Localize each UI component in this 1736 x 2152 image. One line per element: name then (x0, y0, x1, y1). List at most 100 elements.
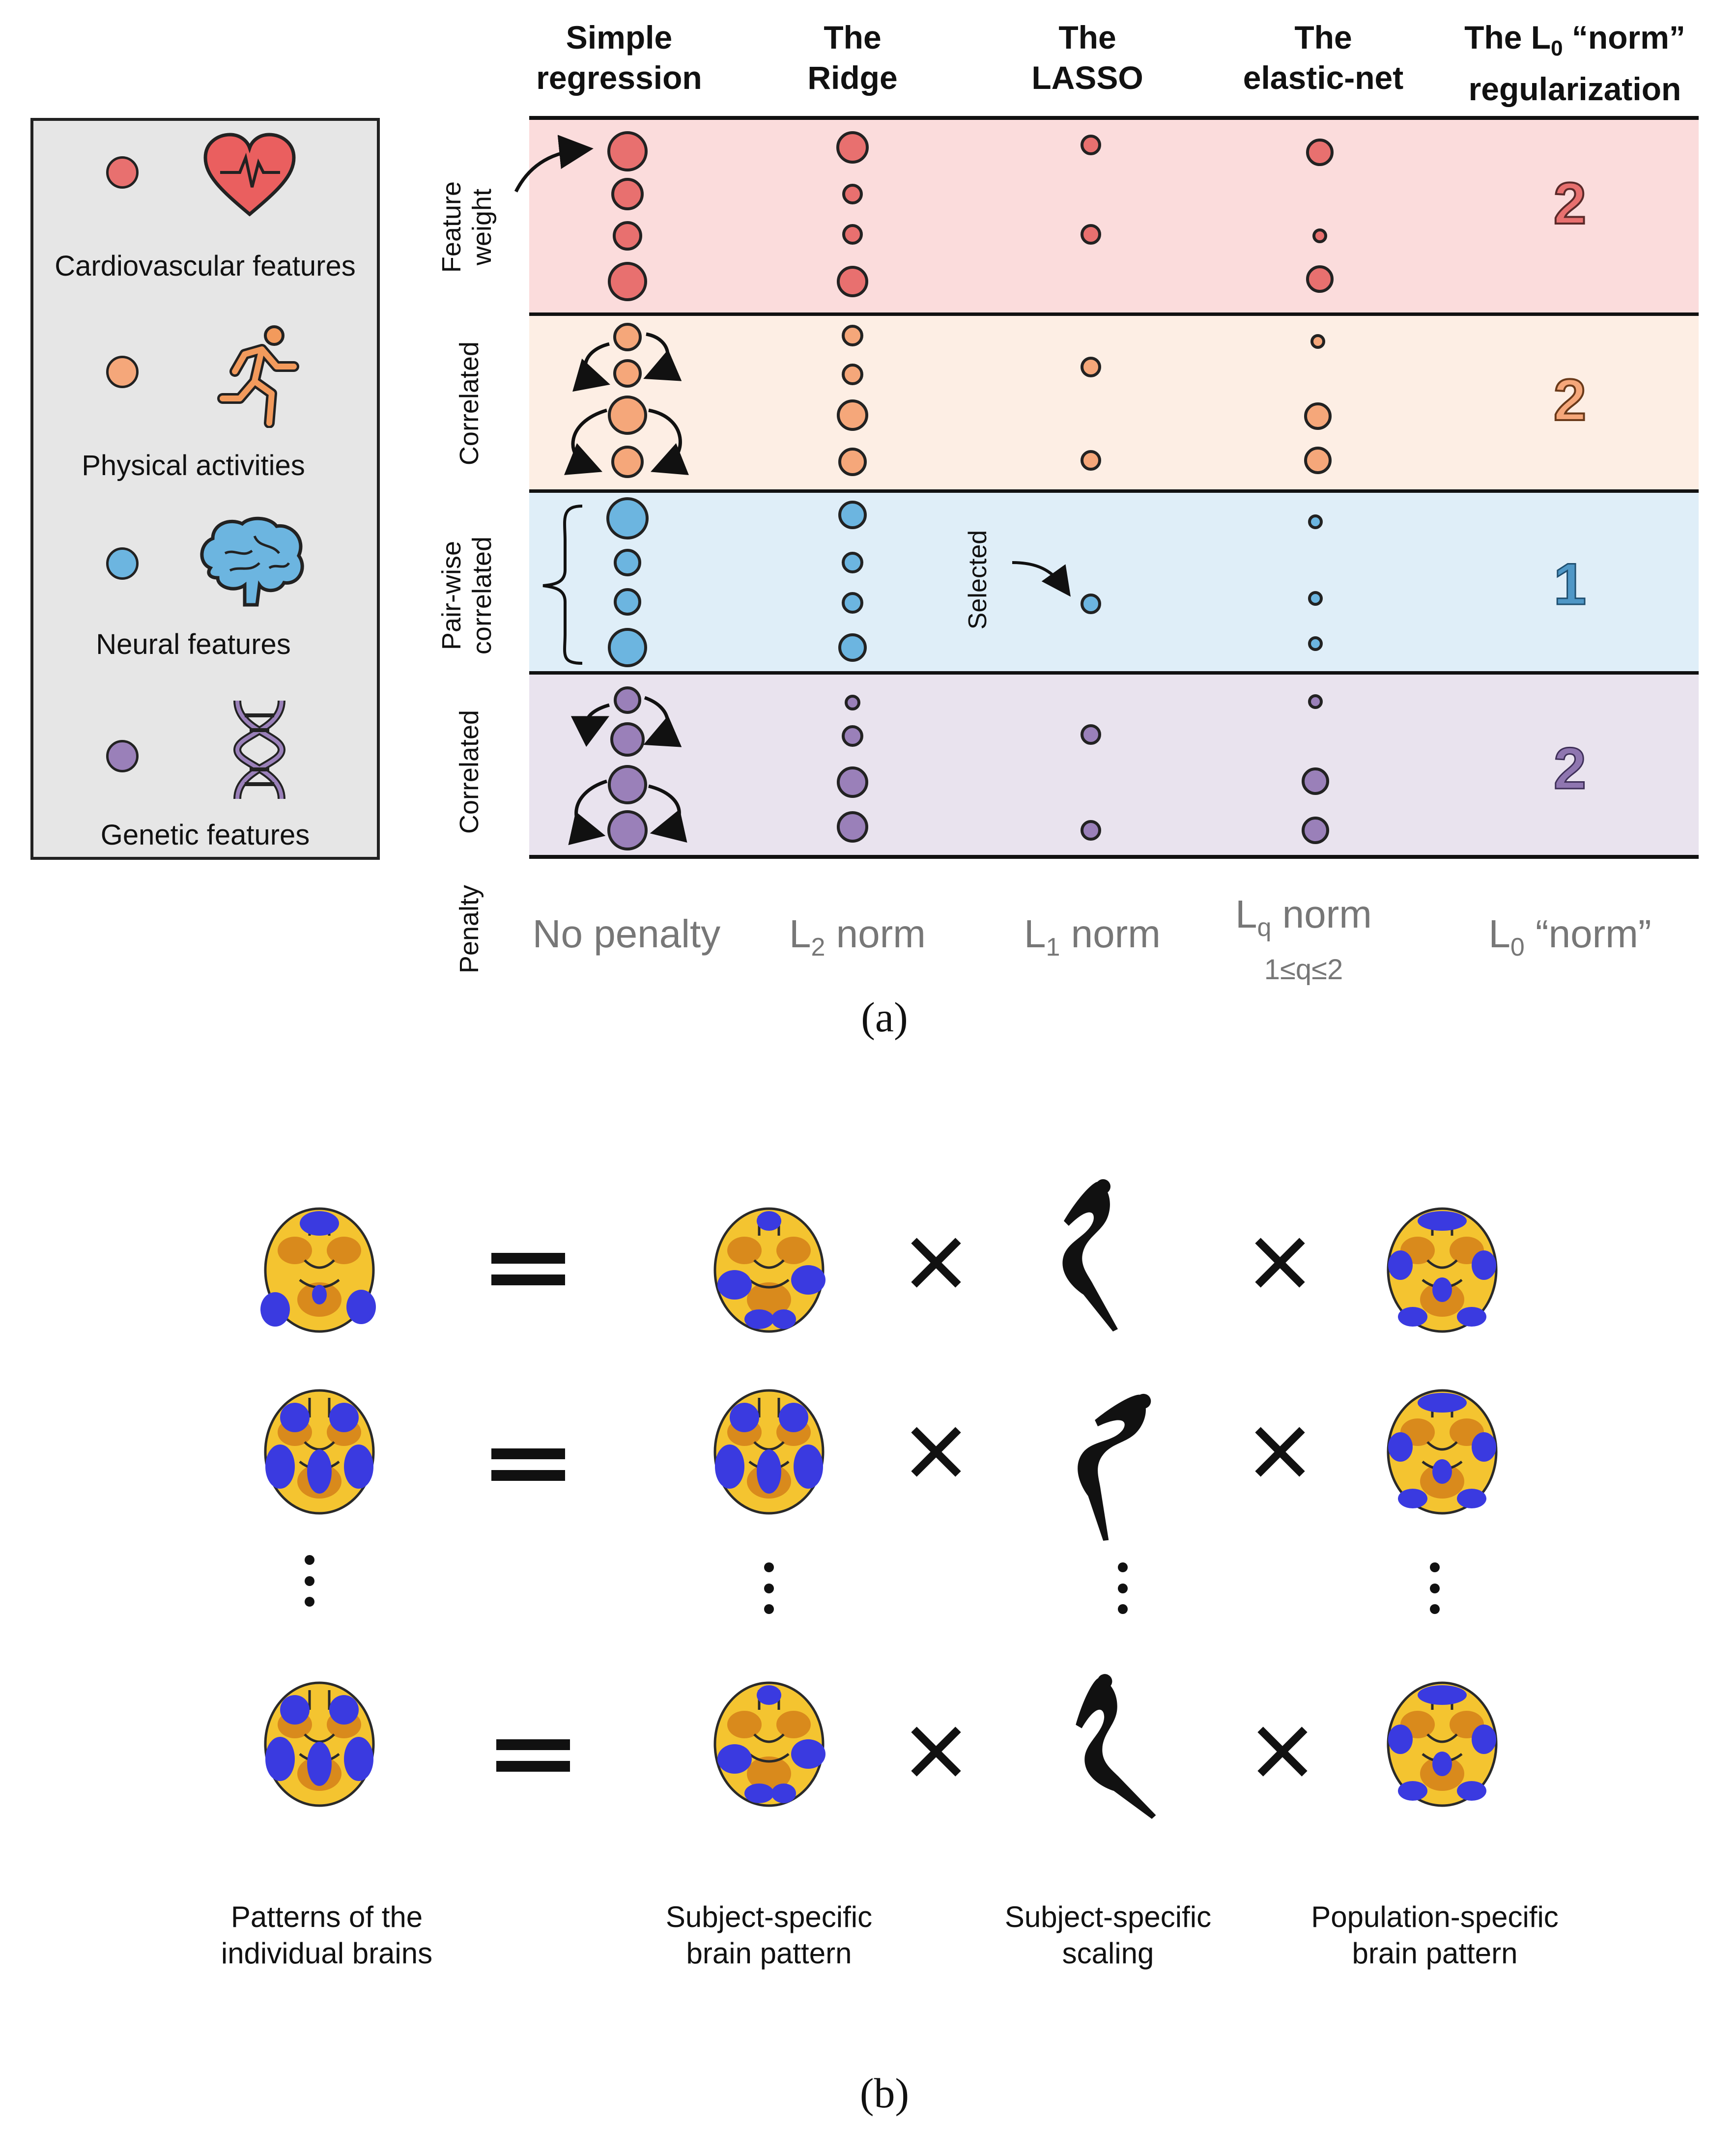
label-subject-scaling: Subject-specific scaling (951, 1899, 1265, 1972)
header-line: LASSO (1031, 59, 1143, 96)
coef-simple-neural-3 (614, 588, 641, 616)
coef-elastic-phys-3 (1304, 447, 1332, 474)
times-sign (914, 1729, 958, 1774)
brain-icon (200, 516, 304, 607)
legend-label-cardiovascular: Cardiovascular features (55, 250, 356, 282)
header-lasso: The LASSO (965, 17, 1210, 98)
coef-simple-cardio-4 (608, 262, 647, 301)
penalty-text: L (1235, 892, 1257, 936)
header-text: “norm” (1563, 19, 1685, 56)
penalty-subscript: 1 (1046, 933, 1060, 962)
coef-elastic-cardio-1 (1306, 139, 1334, 166)
individual-brain-1 (260, 1209, 376, 1331)
coef-lasso-gen-1 (1081, 724, 1101, 745)
coef-ridge-gen-2 (842, 725, 863, 747)
coef-simple-cardio-2 (611, 178, 644, 210)
coef-simple-neural-2 (614, 549, 641, 576)
legend-label-physical: Physical activities (82, 450, 305, 481)
penalty-text: norm (1271, 892, 1372, 936)
panel-a: Simple regression The Ridge The LASSO Th… (30, 17, 1722, 1041)
header-line: The (1294, 19, 1352, 56)
runner-icon (217, 325, 299, 428)
coef-ridge-phys-3 (837, 399, 868, 431)
brain-equation (0, 1179, 1736, 1832)
coef-ridge-cardio-4 (837, 266, 868, 297)
label-line: Subject-specific (665, 1900, 873, 1933)
legend-label-neural: Neural features (96, 628, 291, 660)
coef-ridge-gen-3 (837, 766, 868, 798)
legend-dot-physical (106, 356, 139, 388)
coef-simple-gen-2 (610, 722, 645, 757)
l0-count-genetic: 2 (1553, 735, 1587, 802)
coef-ridge-phys-2 (842, 364, 863, 385)
equals-sign (496, 1739, 570, 1772)
coefficient-circles (514, 131, 1334, 850)
band-pairwise (529, 491, 1699, 673)
heart-icon (203, 133, 296, 217)
label-line: scaling (1062, 1937, 1154, 1970)
coef-simple-cardio-3 (613, 221, 642, 251)
legend-label-genetic: Genetic features (100, 819, 310, 851)
equals-sign (491, 1253, 565, 1285)
coef-simple-cardio-1 (607, 131, 648, 171)
coef-ridge-neural-3 (842, 592, 863, 614)
penalty-text: “norm” (1524, 912, 1651, 956)
penalty-lq-range: 1≤q≤2 (1264, 954, 1343, 986)
penalty-none: No penalty (532, 912, 721, 956)
times-sign (1260, 1729, 1305, 1774)
coef-ridge-neural-1 (838, 501, 867, 529)
subject-brain-2 (715, 1390, 823, 1513)
coef-elastic-gen-2 (1302, 767, 1329, 795)
coef-simple-phys-3 (608, 396, 647, 435)
penalty-subscript: q (1257, 913, 1272, 942)
coef-lasso-cardio-1 (1081, 135, 1101, 155)
header-line: The (824, 19, 882, 56)
dna-icon (233, 700, 286, 799)
label-line: Population-specific (1311, 1900, 1559, 1933)
coef-simple-phys-2 (613, 359, 642, 388)
band-correlated-2 (529, 673, 1699, 857)
penalty-l0: L0 “norm” (1442, 911, 1698, 962)
times-sign (914, 1241, 958, 1285)
header-subscript: 0 (1551, 36, 1563, 61)
coef-ridge-gen-4 (837, 811, 868, 843)
coef-elastic-neural-3 (1308, 636, 1323, 651)
header-elastic-net: The elastic-net (1200, 17, 1446, 98)
legend-dot-cardiovascular (106, 156, 139, 189)
coef-ridge-gen-1 (845, 695, 860, 710)
selected-label: Selected (964, 530, 992, 630)
header-line: regularization (1468, 71, 1681, 108)
header-simple-regression: Simple regression (496, 17, 742, 98)
legend: Cardiovascular features Physical activit… (30, 118, 380, 860)
coef-ridge-cardio-2 (842, 184, 863, 204)
header-line: elastic-net (1243, 59, 1404, 96)
penalty-text: L (1024, 912, 1046, 956)
header-l0-norm: The L0 “norm” regularization (1427, 17, 1722, 109)
header-ridge: The Ridge (730, 17, 975, 98)
ellipsis-dots (305, 1555, 1440, 1614)
coef-elastic-cardio-3 (1306, 265, 1334, 293)
coef-elastic-cardio-2 (1312, 228, 1327, 243)
coef-elastic-phys-1 (1310, 334, 1325, 349)
coef-elastic-phys-2 (1304, 402, 1332, 430)
caption-b: (b) (859, 2069, 910, 2117)
label-line: Subject-specific (1004, 1900, 1212, 1933)
coef-elastic-neural-2 (1308, 591, 1323, 606)
l0-count-neural: 1 (1553, 551, 1587, 618)
subject-brain-1 (715, 1209, 825, 1331)
coef-ridge-phys-1 (842, 325, 863, 346)
label-subject-brain-pattern: Subject-specific brain pattern (612, 1899, 926, 1972)
coef-ridge-cardio-1 (836, 131, 869, 164)
label-line: individual brains (221, 1937, 433, 1970)
population-brain-n (1388, 1683, 1496, 1806)
times-sign (1258, 1241, 1302, 1285)
population-brain-1 (1388, 1209, 1496, 1331)
coef-simple-phys-1 (613, 323, 642, 351)
coef-lasso-phys-1 (1081, 357, 1101, 377)
individual-brain-2 (265, 1390, 373, 1513)
coef-ridge-phys-4 (838, 448, 867, 476)
coef-ridge-cardio-3 (842, 224, 863, 245)
coef-elastic-neural-1 (1308, 514, 1323, 529)
population-brain-2 (1388, 1390, 1496, 1513)
coef-simple-gen-3 (608, 765, 647, 804)
